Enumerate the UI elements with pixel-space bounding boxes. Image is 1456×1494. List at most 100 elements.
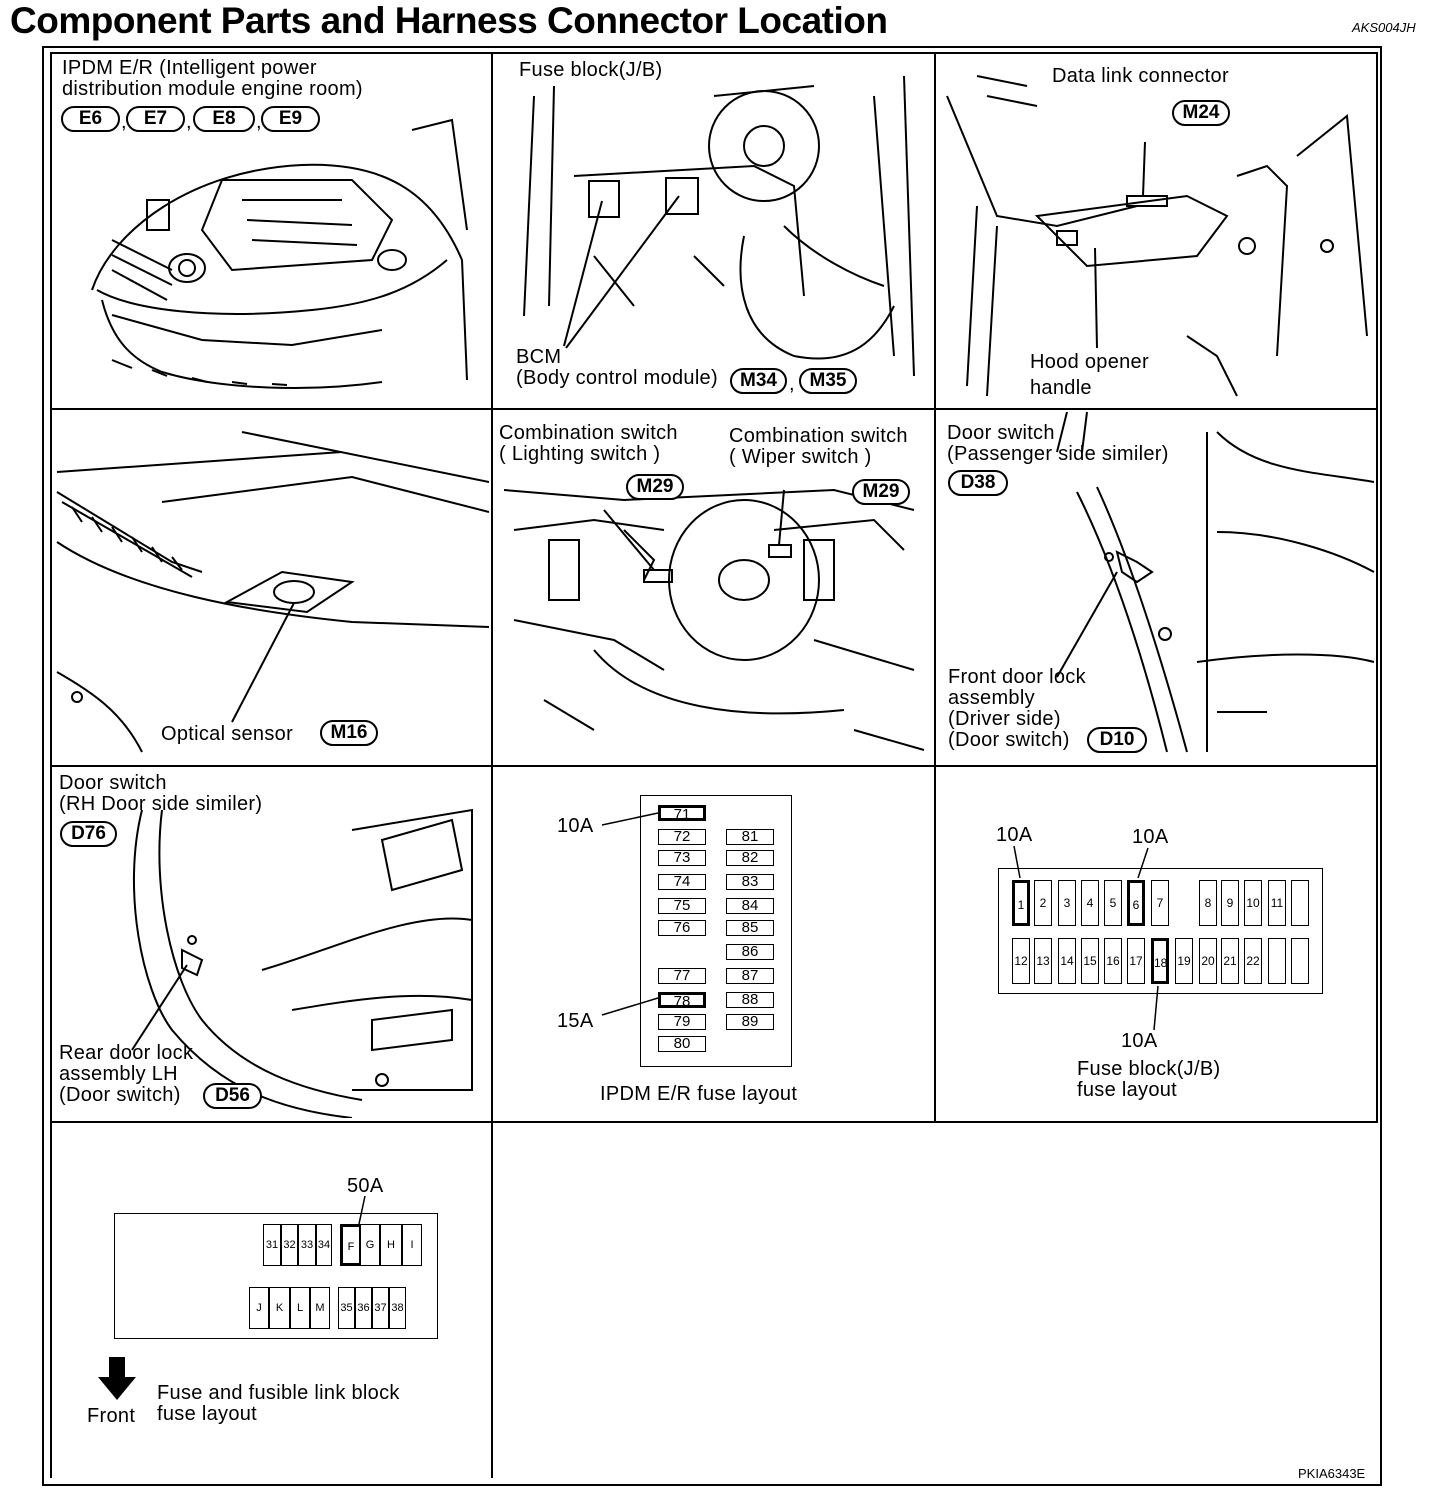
jb-fuse-17: 17 (1127, 938, 1145, 984)
comma: , (256, 111, 262, 133)
jb-fuse-14: 14 (1058, 938, 1076, 984)
fusible-link-L: L (290, 1287, 310, 1329)
jb-fuse-7: 7 (1151, 880, 1169, 926)
ipdm-fuse-83: 83 (726, 874, 774, 890)
ipdm-fuse-73: 73 (658, 850, 706, 866)
ipdm-fuse-82: 82 (726, 850, 774, 866)
ipdm-fuse-block (640, 795, 792, 1067)
ipdm-fuse-86: 86 (726, 944, 774, 960)
ipdm-fuse-85: 85 (726, 920, 774, 936)
front-door-illustration (1056, 412, 1375, 753)
front-door-lock-label: Front door lock assembly (Driver side) (… (948, 666, 1086, 751)
fusible-link-block (114, 1213, 438, 1339)
jb-fuse-11: 11 (1268, 880, 1286, 926)
ipdm-fuse-75: 75 (658, 898, 706, 914)
ipdm-fuse-81: 81 (726, 829, 774, 845)
jb-fuse-5: 5 (1104, 880, 1122, 926)
jb-fuse-16: 16 (1104, 938, 1122, 984)
fusible-link-33: 33 (298, 1224, 316, 1266)
jb-fuse-20: 20 (1199, 938, 1217, 984)
ipdm-fuse-74: 74 (658, 874, 706, 890)
connector-d56: D56 (203, 1083, 262, 1109)
fusible-link-K: K (269, 1287, 290, 1329)
connector-m29-lighting: M29 (626, 474, 684, 500)
fusible-link-callout-50a: 50A (347, 1175, 384, 1197)
grid-line (50, 765, 1378, 767)
comma: , (121, 111, 127, 133)
fusible-link-31: 31 (263, 1224, 281, 1266)
front-label: Front (87, 1405, 136, 1427)
connector-m24: M24 (1172, 100, 1230, 126)
fusible-link-35: 35 (338, 1287, 355, 1329)
ipdm-fuse-80: 80 (658, 1036, 706, 1052)
ipdm-fuse-76: 76 (658, 920, 706, 936)
fusible-link-32: 32 (281, 1224, 298, 1266)
optical-sensor-label: Optical sensor (161, 723, 294, 745)
front-arrow-icon (98, 1357, 136, 1400)
steering-illustration (503, 488, 925, 751)
jb-fuse-blank (1268, 938, 1286, 984)
fusible-link-G: G (360, 1224, 380, 1266)
connector-e9: E9 (261, 106, 320, 132)
ipdm-fuse-88: 88 (726, 992, 774, 1008)
jb-fuse-8: 8 (1199, 880, 1217, 926)
fusible-link-M: M (310, 1287, 330, 1329)
fusible-link-38: 38 (389, 1287, 406, 1329)
jb-fuse-blank (1291, 880, 1309, 926)
grid-line (50, 52, 52, 1478)
fusible-link-H: H (380, 1224, 402, 1266)
front-door-switch-label: Door switch (Passenger side similer) (947, 422, 1169, 465)
fusible-link-J: J (249, 1287, 269, 1329)
connector-d76: D76 (60, 821, 117, 847)
connector-m29-wiper: M29 (852, 479, 910, 505)
jb-callout-c: 10A (1121, 1030, 1158, 1052)
jb-callout-b: 10A (1132, 826, 1169, 848)
fusible-link-37: 37 (372, 1287, 389, 1329)
jb-fuse-4: 4 (1081, 880, 1099, 926)
page-title: Component Parts and Harness Connector Lo… (10, 0, 888, 41)
connector-e6: E6 (61, 106, 120, 132)
jb-fuse-12: 12 (1012, 938, 1030, 984)
jb-fuse-2: 2 (1034, 880, 1052, 926)
comma: , (789, 373, 795, 395)
connector-e7: E7 (126, 106, 185, 132)
jb-fuse-3: 3 (1058, 880, 1076, 926)
ipdm-fuse-77: 77 (658, 968, 706, 984)
grid-line (1376, 52, 1378, 1122)
jb-fuse-13: 13 (1034, 938, 1052, 984)
ipdm-leaders (601, 812, 659, 1016)
ipdm-fuse-caption: IPDM E/R fuse layout (600, 1083, 798, 1105)
rear-door-illustration (131, 808, 473, 1118)
fusible-link-leader (358, 1196, 366, 1225)
ipdm-fuse-79: 79 (658, 1014, 706, 1030)
jb-fuse-block (998, 868, 1323, 994)
ipdm-fuse-89: 89 (726, 1014, 774, 1030)
rear-door-switch-label: Door switch (RH Door side similer) (59, 772, 263, 815)
ipdm-fuse-87: 87 (726, 968, 774, 984)
ipdm-fuse-78: 78 (658, 992, 706, 1009)
ipdm-fuse-71: 71 (658, 805, 706, 822)
grid-line (50, 52, 1378, 54)
jb-fuse-blank (1291, 938, 1309, 984)
connector-d38: D38 (948, 470, 1008, 496)
comma: , (186, 111, 192, 133)
dash-top-illustration (56, 431, 489, 753)
section-code: AKS004JH (1352, 20, 1416, 35)
fuse-block-label: Fuse block(J/B) (519, 59, 663, 81)
connector-m34: M34 (730, 368, 787, 394)
grid-line (934, 52, 936, 1122)
jb-fuse-18: 18 (1151, 938, 1169, 984)
data-link-label: Data link connector (1052, 65, 1229, 87)
bcm-label: BCM (Body control module) (516, 346, 718, 389)
jb-fuse-19: 19 (1175, 938, 1193, 984)
wiper-switch-label: Combination switch ( Wiper switch ) (729, 425, 908, 468)
connector-d10: D10 (1087, 727, 1147, 753)
jb-fuse-22: 22 (1244, 938, 1262, 984)
figure-code: PKIA6343E (1298, 1466, 1366, 1481)
diagram-frame (42, 46, 1382, 1486)
fusible-link-F: F (340, 1224, 362, 1266)
connector-m35: M35 (799, 368, 857, 394)
jb-fuse-15: 15 (1081, 938, 1099, 984)
lower-dash-illustration (946, 75, 1368, 397)
jb-callout-a: 10A (996, 824, 1033, 846)
